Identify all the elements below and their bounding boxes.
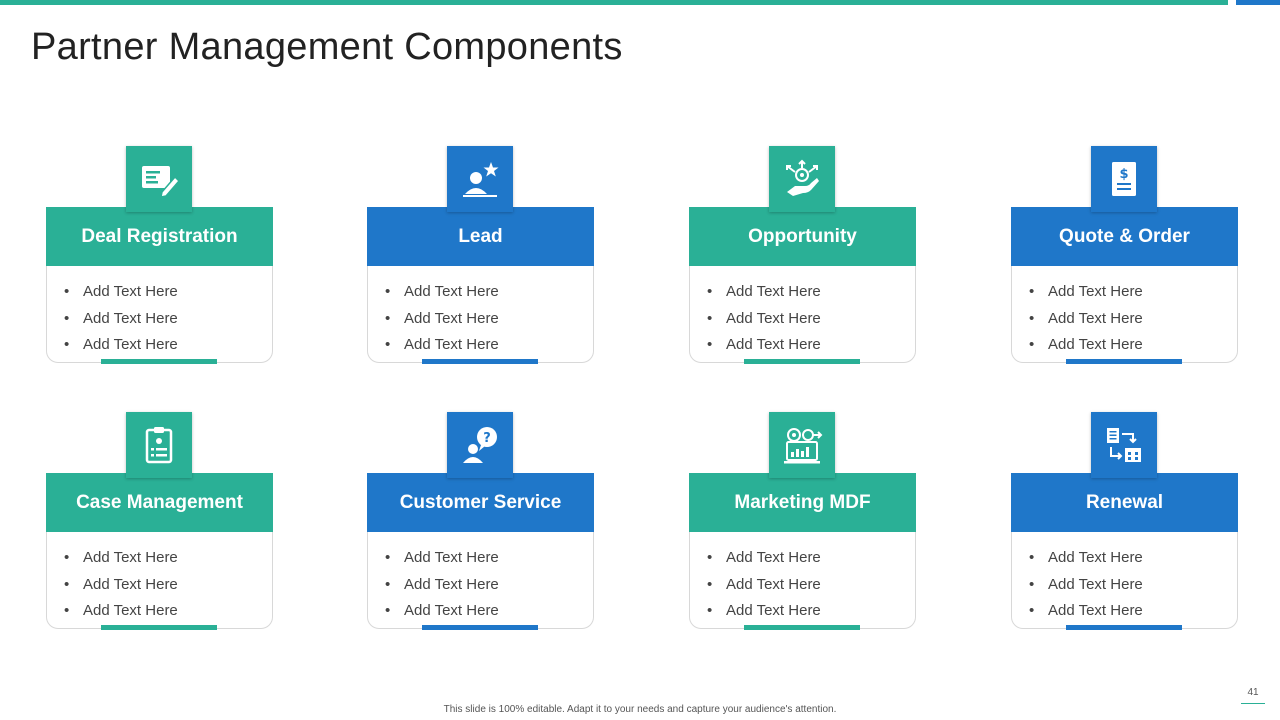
card-list: Add Text Here Add Text Here Add Text Her… <box>690 545 821 625</box>
list-item: Add Text Here <box>47 306 178 333</box>
card-list: Add Text Here Add Text Here Add Text Her… <box>47 545 178 625</box>
card-underline <box>1066 625 1182 630</box>
card-title: Marketing MDF <box>689 473 916 532</box>
list-item: Add Text Here <box>47 279 178 306</box>
list-item: Add Text Here <box>368 545 499 572</box>
card-underline <box>744 625 860 630</box>
list-item: Add Text Here <box>690 279 821 306</box>
card-renewal: Renewal Add Text Here Add Text Here Add … <box>1011 412 1238 632</box>
svg-text:$: $ <box>1119 167 1128 182</box>
card-list: Add Text Here Add Text Here Add Text Her… <box>1012 545 1143 625</box>
list-item: Add Text Here <box>690 572 821 599</box>
list-item: Add Text Here <box>368 332 499 359</box>
list-item: Add Text Here <box>1012 572 1143 599</box>
hand-growth-icon <box>769 146 835 212</box>
card-list: Add Text Here Add Text Here Add Text Her… <box>47 279 178 359</box>
card-title: Case Management <box>46 473 273 532</box>
card-quote-order: $ Quote & Order Add Text Here Add Text H… <box>1011 146 1238 366</box>
list-item: Add Text Here <box>47 572 178 599</box>
list-item: Add Text Here <box>47 332 178 359</box>
card-underline <box>101 625 217 630</box>
card-underline <box>101 359 217 364</box>
svg-text:?: ? <box>483 431 491 446</box>
card-opportunity: Opportunity Add Text Here Add Text Here … <box>689 146 916 366</box>
card-underline <box>422 625 538 630</box>
list-item: Add Text Here <box>1012 279 1143 306</box>
list-item: Add Text Here <box>368 598 499 625</box>
slide-number-underline <box>1241 703 1265 704</box>
person-star-icon <box>447 146 513 212</box>
card-lead: Lead Add Text Here Add Text Here Add Tex… <box>367 146 594 366</box>
edit-document-icon <box>126 146 192 212</box>
marketing-target-icon <box>769 412 835 478</box>
clipboard-icon <box>126 412 192 478</box>
list-item: Add Text Here <box>1012 545 1143 572</box>
card-list: Add Text Here Add Text Here Add Text Her… <box>368 279 499 359</box>
renewal-flow-icon <box>1091 412 1157 478</box>
card-title: Quote & Order <box>1011 207 1238 266</box>
list-item: Add Text Here <box>1012 332 1143 359</box>
list-item: Add Text Here <box>690 306 821 333</box>
top-accent-bar-right <box>1236 0 1280 5</box>
card-list: Add Text Here Add Text Here Add Text Her… <box>690 279 821 359</box>
list-item: Add Text Here <box>690 545 821 572</box>
top-accent-bar <box>0 0 1228 5</box>
card-title: Deal Registration <box>46 207 273 266</box>
card-deal-registration: Deal Registration Add Text Here Add Text… <box>46 146 273 366</box>
list-item: Add Text Here <box>690 332 821 359</box>
list-item: Add Text Here <box>368 279 499 306</box>
list-item: Add Text Here <box>47 545 178 572</box>
page-title: Partner Management Components <box>31 26 623 68</box>
list-item: Add Text Here <box>368 306 499 333</box>
card-title: Customer Service <box>367 473 594 532</box>
list-item: Add Text Here <box>368 572 499 599</box>
card-case-management: Case Management Add Text Here Add Text H… <box>46 412 273 632</box>
card-underline <box>744 359 860 364</box>
list-item: Add Text Here <box>47 598 178 625</box>
footer-note: This slide is 100% editable. Adapt it to… <box>443 704 837 715</box>
card-list: Add Text Here Add Text Here Add Text Her… <box>368 545 499 625</box>
card-title: Opportunity <box>689 207 916 266</box>
card-marketing-mdf: Marketing MDF Add Text Here Add Text Her… <box>689 412 916 632</box>
card-customer-service: ? Customer Service Add Text Here Add Tex… <box>367 412 594 632</box>
list-item: Add Text Here <box>690 598 821 625</box>
list-item: Add Text Here <box>1012 306 1143 333</box>
card-title: Lead <box>367 207 594 266</box>
list-item: Add Text Here <box>1012 598 1143 625</box>
card-underline <box>422 359 538 364</box>
slide-number: 41 <box>1247 687 1259 698</box>
card-underline <box>1066 359 1182 364</box>
person-question-icon: ? <box>447 412 513 478</box>
card-list: Add Text Here Add Text Here Add Text Her… <box>1012 279 1143 359</box>
card-title: Renewal <box>1011 473 1238 532</box>
invoice-dollar-icon: $ <box>1091 146 1157 212</box>
